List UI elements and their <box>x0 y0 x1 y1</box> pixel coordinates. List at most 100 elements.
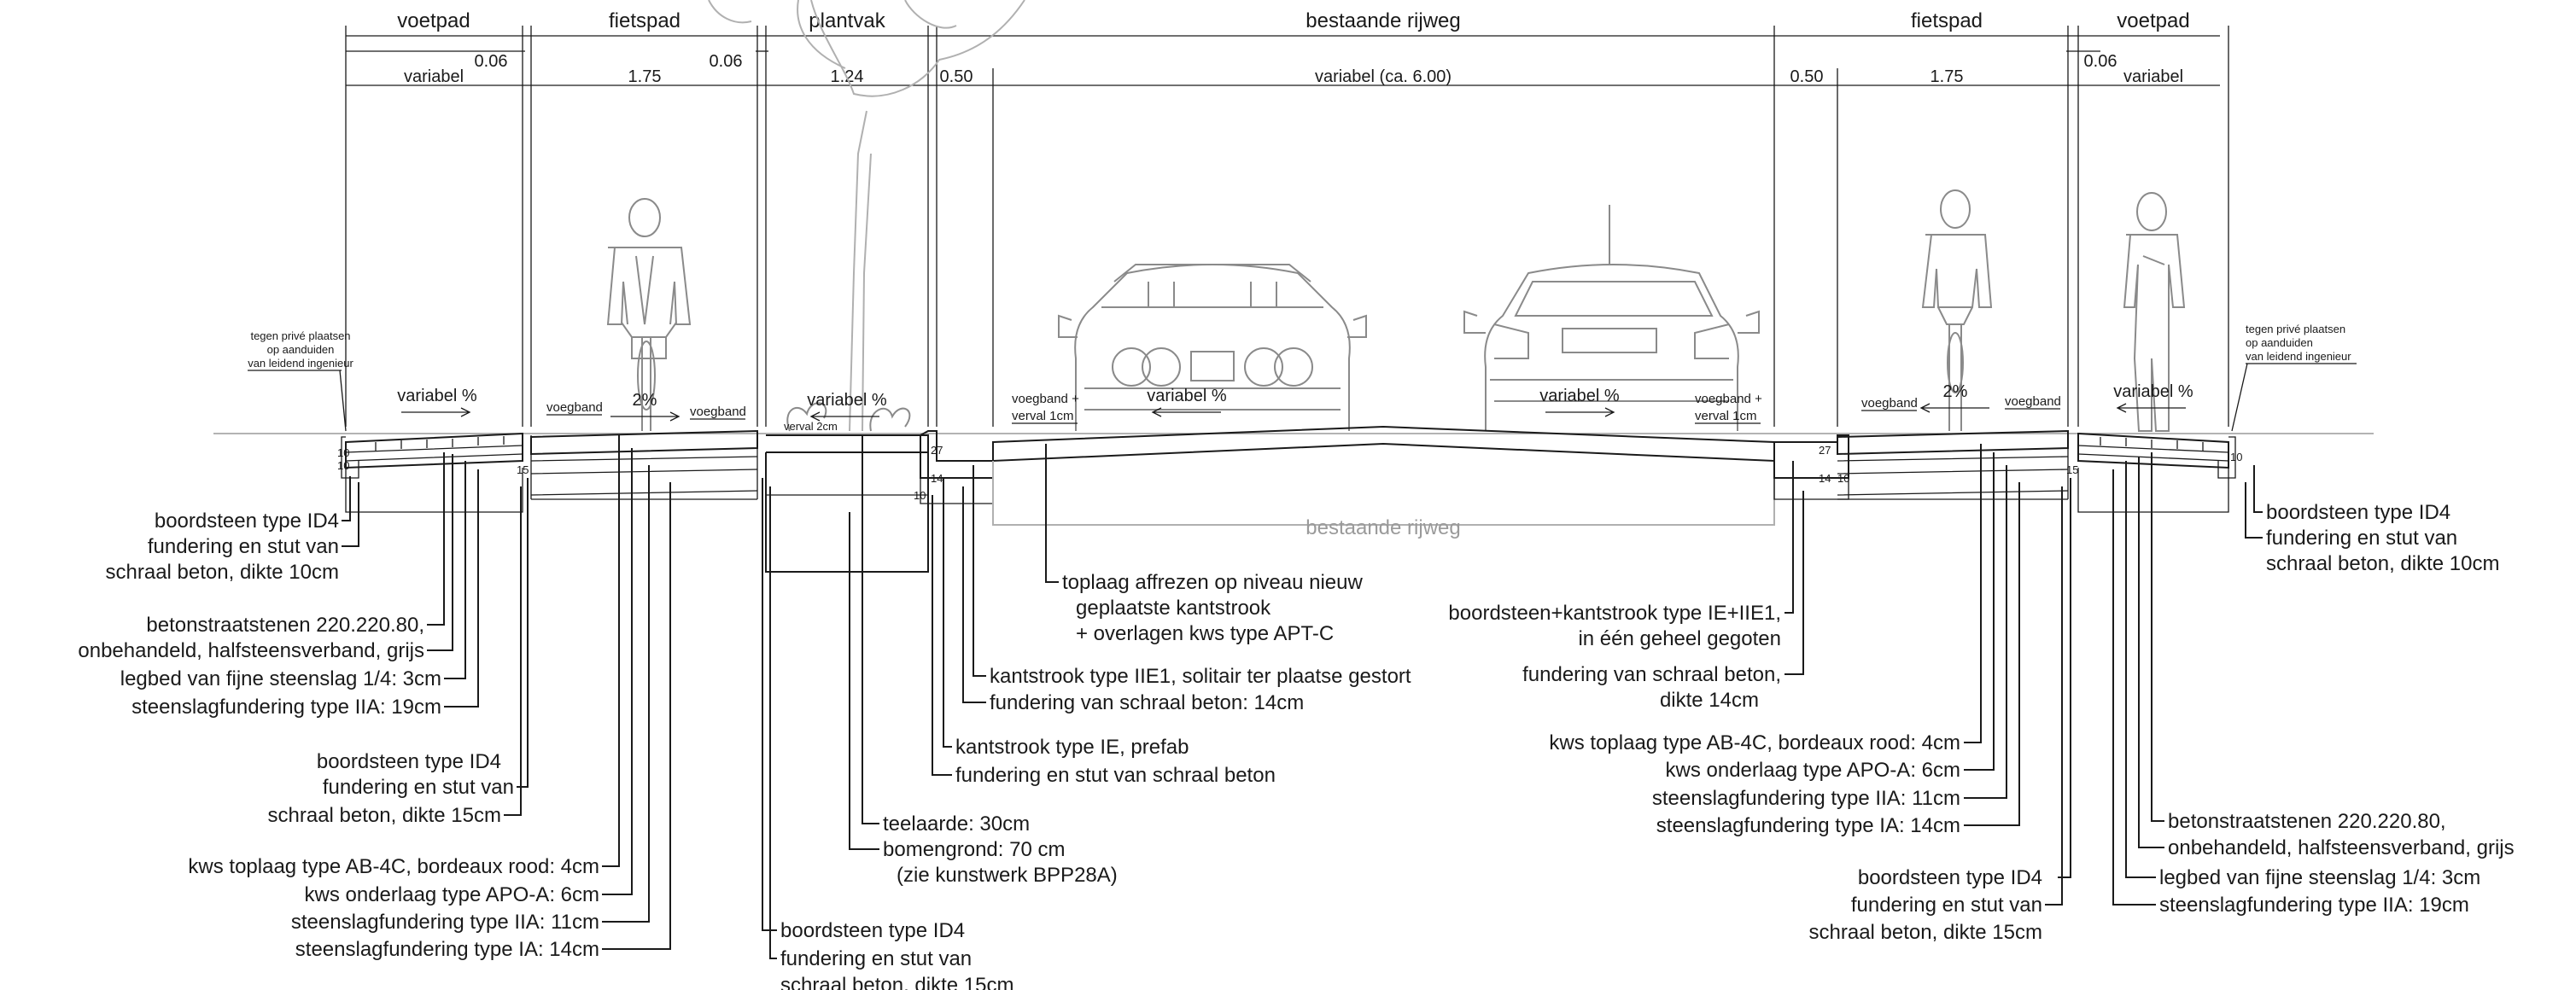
dim-8: variabel <box>2123 67 2183 86</box>
note-i1: toplaag affrezen op niveau nieuw <box>1062 571 1363 594</box>
voegband-verval-left-1: voegband + <box>1012 392 1079 406</box>
note-b1: betonstraatstenen 220.220.80, <box>146 614 424 637</box>
cyclist-left-illustration <box>606 198 692 431</box>
zone-fietspad-left: fietspad <box>609 9 681 32</box>
note-j3: fundering van schraal beton, <box>1522 663 1781 686</box>
note-f2: bomengrond: 70 cm <box>883 838 1065 861</box>
note-k4: steenslagfundering type IA: 14cm <box>1656 814 1960 837</box>
note-k2: kws onderlaag type APO-A: 6cm <box>1666 759 1961 782</box>
pedestrian-right-illustration <box>2123 192 2186 432</box>
small-annotations: voegband voegband verval 2cm voegband + … <box>248 323 2357 502</box>
dim-1b: 0.06 <box>475 52 508 71</box>
prive-right-3: van leidend ingenieur <box>2246 350 2351 363</box>
slope-7: variabel % <box>2113 382 2193 401</box>
note-d3: steenslagfundering type IIA: 11cm <box>291 911 599 934</box>
voegband-4: voegband <box>2005 394 2061 409</box>
note-a3: schraal beton, dikte 10cm <box>106 561 339 584</box>
dim-10-e: 10 <box>2230 451 2242 463</box>
dim-14-b: 14 <box>1819 472 1831 485</box>
car-front-illustration <box>1058 264 1367 431</box>
dim-6: 0.50 <box>1790 67 1824 86</box>
note-m1: betonstraatstenen 220.220.80, <box>2168 810 2446 833</box>
note-g1: kantstrook type IE, prefab <box>955 736 1189 759</box>
note-b4: steenslagfundering type IIA: 19cm <box>131 696 441 719</box>
dim-2: 1.75 <box>628 67 662 86</box>
prive-right-2: op aanduiden <box>2246 336 2313 349</box>
tree-illustration <box>708 0 1025 432</box>
voegband-verval-right-1: voegband + <box>1695 392 1762 406</box>
voegband-verval-left-2: verval 1cm <box>1012 409 1074 423</box>
note-i2: geplaatste kantstrook <box>1076 597 1271 620</box>
slope-4: variabel % <box>1147 387 1227 405</box>
note-j1: boordsteen+kantstrook type IE+IIE1, <box>1448 602 1781 625</box>
dim-8b: 0.06 <box>2084 52 2117 71</box>
dim-4: 0.50 <box>940 67 973 86</box>
car-rear-illustration <box>1463 205 1760 431</box>
note-h2: fundering van schraal beton: 14cm <box>990 691 1304 714</box>
note-k3: steenslagfundering type IIA: 11cm <box>1652 787 1960 810</box>
leader-lines <box>342 435 2263 959</box>
dim-15-b: 15 <box>2066 463 2078 476</box>
zone-labels: voetpad fietspad plantvak bestaande rijw… <box>397 9 2189 32</box>
prive-left-2: op aanduiden <box>267 343 335 356</box>
note-k1: kws toplaag type AB-4C, bordeaux rood: 4… <box>1549 731 1960 754</box>
note-e2: fundering en stut van <box>780 947 972 970</box>
note-l3: schraal beton, dikte 15cm <box>1809 921 2042 944</box>
prive-left-1: tegen privé plaatsen <box>250 329 350 342</box>
dimension-lines <box>345 26 2229 427</box>
dim-5: variabel (ca. 6.00) <box>1315 67 1452 86</box>
note-f3: (zie kunstwerk BPP28A) <box>897 864 1118 887</box>
note-d1: kws toplaag type AB-4C, bordeaux rood: 4… <box>188 855 599 878</box>
slope-6: 2% <box>1943 382 1968 401</box>
dim-15-a: 15 <box>517 463 529 476</box>
dim-2b: 0.06 <box>710 52 743 71</box>
voegband-verval-right-2: verval 1cm <box>1695 409 1757 423</box>
note-d4: steenslagfundering type IA: 14cm <box>295 938 599 961</box>
note-b3: legbed van fijne steenslag 1/4: 3cm <box>120 667 441 690</box>
note-m4: steenslagfundering type IIA: 19cm <box>2159 894 2469 917</box>
note-a2: fundering en stut van <box>148 535 339 558</box>
slope-5: variabel % <box>1539 387 1620 405</box>
slope-3: variabel % <box>807 391 887 410</box>
note-c3: schraal beton, dikte 15cm <box>268 804 501 827</box>
note-g2: fundering en stut van schraal beton <box>955 764 1276 787</box>
dim-10-d: 10 <box>1837 472 1849 485</box>
zone-plantvak: plantvak <box>809 9 885 32</box>
note-l1: boordsteen type ID4 <box>1858 866 2042 889</box>
dim-10-a: 10 <box>337 446 349 459</box>
note-b2: onbehandeld, halfsteensverband, grijs <box>78 639 424 662</box>
voegband-3: voegband <box>1861 396 1918 411</box>
note-c1: boordsteen type ID4 <box>317 750 501 773</box>
dim-1: variabel <box>404 67 464 86</box>
note-n3: schraal beton, dikte 10cm <box>2266 552 2499 575</box>
pavement-section <box>341 402 2236 573</box>
voegband-2: voegband <box>690 405 746 419</box>
prive-left-3: van leidend ingenieur <box>248 357 353 370</box>
dimension-values: variabel 0.06 1.75 0.06 1.24 0.50 variab… <box>404 52 2183 86</box>
dim-27-b: 27 <box>1819 444 1831 457</box>
note-l2: fundering en stut van <box>1851 894 2042 917</box>
note-c2: fundering en stut van <box>323 776 514 799</box>
note-n2: fundering en stut van <box>2266 527 2457 550</box>
voegband-1: voegband <box>546 400 603 415</box>
zone-voetpad-left: voetpad <box>397 9 470 32</box>
verval-2cm: verval 2cm <box>784 420 838 433</box>
dim-14-a: 14 <box>931 472 943 485</box>
note-j2: in één geheel gegoten <box>1578 627 1781 650</box>
slope-labels: variabel % 2% variabel % variabel % vari… <box>397 382 2193 422</box>
note-a1: boordsteen type ID4 <box>155 510 339 533</box>
dim-7: 1.75 <box>1931 67 1964 86</box>
note-j4: dikte 14cm <box>1660 689 1759 712</box>
note-n1: boordsteen type ID4 <box>2266 501 2450 524</box>
zone-voetpad-right: voetpad <box>2117 9 2189 32</box>
note-h1: kantstrook type IIE1, solitair ter plaat… <box>990 665 1411 688</box>
prive-right-1: tegen privé plaatsen <box>2246 323 2345 335</box>
zone-fietspad-right: fietspad <box>1911 9 1983 32</box>
cyclist-right-illustration <box>1921 189 1993 431</box>
notes-center: boordsteen type ID4 fundering en stut va… <box>780 571 1411 990</box>
note-m2: onbehandeld, halfsteensverband, grijs <box>2168 836 2515 859</box>
dim-27-a: 27 <box>931 444 943 457</box>
note-m3: legbed van fijne steenslag 1/4: 3cm <box>2159 866 2480 889</box>
slope-2: 2% <box>633 391 657 410</box>
